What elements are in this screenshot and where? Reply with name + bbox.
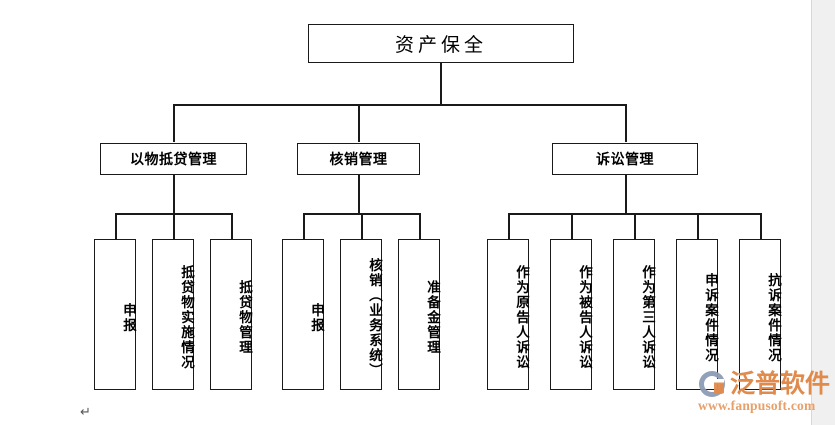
node-leaf-g1-implementation-status[interactable]: 抵贷物实施情况: [152, 239, 194, 390]
node-leaf-g3-protest-case-status[interactable]: 抗诉案件情况: [739, 239, 781, 390]
node-leaf-g2-writeoff-business-system[interactable]: 核销（业务系统）: [340, 239, 382, 390]
node-group-litigation-management[interactable]: 诉讼管理: [552, 143, 698, 175]
connector-group-1-drop-3: [231, 213, 233, 240]
paragraph-mark: ↵: [80, 404, 91, 419]
connector-drop-group-2: [358, 104, 360, 142]
node-group-pledged-asset-management[interactable]: 以物抵贷管理: [100, 143, 247, 175]
connector-group-2-drop-2: [361, 213, 363, 240]
connector-drop-group-1: [173, 104, 175, 142]
node-root-asset-preservation[interactable]: 资产保全: [308, 24, 574, 63]
connector-group-1-drop-1: [115, 213, 117, 240]
node-leaf-g3-as-defendant[interactable]: 作为被告人诉讼: [550, 239, 592, 390]
connector-drop-group-3: [625, 104, 627, 142]
connector-root-stem: [440, 63, 442, 105]
connector-group-1-stem: [173, 175, 175, 214]
node-leaf-g3-as-plaintiff[interactable]: 作为原告人诉讼: [487, 239, 529, 390]
node-group-writeoff-management[interactable]: 核销管理: [297, 143, 420, 175]
connector-group-2-stem: [358, 175, 360, 214]
node-leaf-g3-appeal-case-status[interactable]: 申诉案件情况: [676, 239, 718, 390]
node-leaf-g1-application[interactable]: 申报: [94, 239, 136, 390]
node-leaf-g3-as-third-party[interactable]: 作为第三人诉讼: [613, 239, 655, 390]
node-leaf-g2-provision-management[interactable]: 准备金管理: [398, 239, 440, 390]
connector-group-3-drop-4: [697, 213, 699, 240]
node-leaf-g2-application[interactable]: 申报: [282, 239, 324, 390]
connector-group-3-drop-5: [760, 213, 762, 240]
connector-level2-bus: [173, 104, 626, 106]
connector-group-3-drop-3: [634, 213, 636, 240]
connector-group-2-drop-1: [303, 213, 305, 240]
node-leaf-g1-asset-management[interactable]: 抵贷物管理: [210, 239, 252, 390]
connector-group-2-drop-3: [419, 213, 421, 240]
connector-group-3-stem: [625, 175, 627, 214]
connector-group-3-drop-1: [508, 213, 510, 240]
connector-group-1-drop-2: [173, 213, 175, 240]
connector-group-3-drop-2: [571, 213, 573, 240]
page-margin-strip: [811, 0, 835, 425]
